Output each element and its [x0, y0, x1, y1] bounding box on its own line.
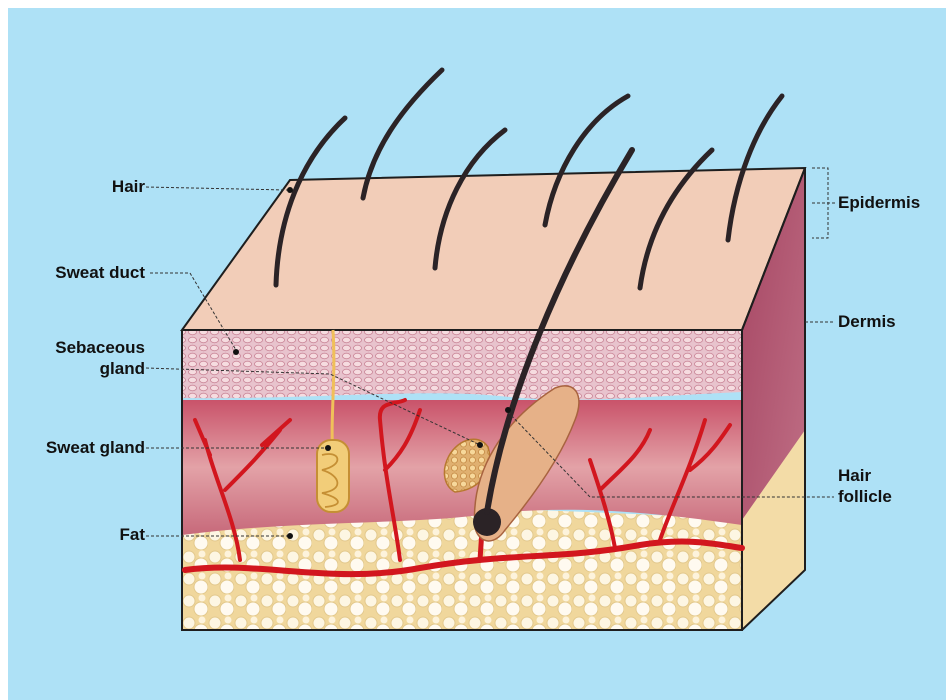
label-sweat-duct: Sweat duct	[15, 263, 145, 283]
label-hair-follicle-line2: follicle	[838, 487, 892, 507]
epidermis-cell-layer	[182, 330, 742, 400]
label-fat: Fat	[40, 525, 145, 545]
label-sebaceous-line1: Sebaceous	[15, 338, 145, 358]
label-hair-follicle-line1: Hair	[838, 466, 871, 486]
label-epidermis: Epidermis	[838, 193, 920, 213]
sweat-duct	[332, 330, 334, 455]
label-sweat-gland: Sweat gland	[10, 438, 145, 458]
label-sebaceous-line2: gland	[15, 359, 145, 379]
label-hair: Hair	[40, 177, 145, 197]
label-dermis: Dermis	[838, 312, 896, 332]
skin-surface	[182, 168, 805, 330]
